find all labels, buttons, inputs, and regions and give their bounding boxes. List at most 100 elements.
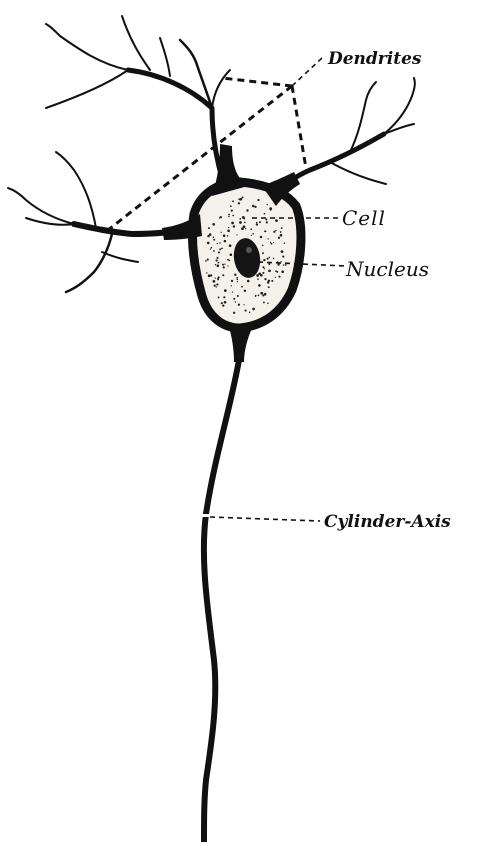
granule-dot xyxy=(234,274,236,276)
granule-dot xyxy=(278,237,280,239)
granule-dot xyxy=(215,264,216,265)
granule-dot xyxy=(257,199,259,201)
granule-dot xyxy=(215,277,216,278)
granule-dot xyxy=(224,240,227,243)
granule-dot xyxy=(264,268,265,269)
granule-dot xyxy=(221,302,223,304)
granule-dot xyxy=(267,204,268,205)
granule-dot xyxy=(251,235,252,236)
granule-dot xyxy=(260,274,263,277)
granule-dot xyxy=(211,247,213,249)
granule-dot xyxy=(246,209,248,211)
dendrite-twig xyxy=(8,188,74,224)
granule-dot xyxy=(221,232,222,233)
dendrite-twig xyxy=(160,38,170,76)
granule-dot xyxy=(216,257,218,259)
granule-dot xyxy=(216,286,217,287)
granule-dot xyxy=(284,242,286,244)
granule-dot xyxy=(271,280,273,282)
granule-dot xyxy=(222,304,224,306)
granule-dot xyxy=(218,276,220,278)
dendrite-twig xyxy=(330,162,386,184)
granule-dot xyxy=(217,243,218,244)
soma-fillet xyxy=(162,214,202,240)
granule-dot xyxy=(275,277,276,278)
granule-dot xyxy=(256,274,259,277)
granule-dot xyxy=(244,222,246,224)
granule-dot xyxy=(245,310,247,312)
granule-dot xyxy=(221,248,223,250)
granule-dot xyxy=(218,296,220,298)
granule-dot xyxy=(249,311,250,312)
granule-dot xyxy=(227,229,230,232)
granule-dot xyxy=(227,265,228,266)
label-cell: Cell xyxy=(342,206,386,230)
granule-dot xyxy=(207,259,209,261)
granule-dot xyxy=(230,253,233,256)
granule-dot xyxy=(262,294,264,296)
dendrite-twig xyxy=(102,252,138,262)
granule-dot xyxy=(207,242,210,245)
granule-dot xyxy=(243,218,245,220)
dendrite-twig xyxy=(46,70,128,108)
axon-hillock xyxy=(228,324,254,362)
granule-dot xyxy=(270,242,271,243)
axon-fiber xyxy=(204,360,239,842)
granule-dot xyxy=(227,259,229,261)
granule-dot xyxy=(235,301,236,302)
labels: Dendrites Cell Nucleus Cylinder-Axis xyxy=(324,49,451,532)
granule-dot xyxy=(264,213,266,215)
granule-dot xyxy=(227,235,229,237)
granule-dot xyxy=(239,221,242,224)
axon xyxy=(200,324,254,842)
granule-dot xyxy=(275,219,278,222)
granule-dot xyxy=(241,286,243,288)
granule-dot xyxy=(252,308,255,311)
granule-dot xyxy=(239,218,241,220)
granule-dot xyxy=(285,264,286,265)
granule-dot xyxy=(216,283,218,285)
granule-dot xyxy=(275,270,277,272)
nucleolus xyxy=(246,247,252,253)
granule-dot xyxy=(258,284,261,287)
granule-dot xyxy=(236,279,238,281)
granule-dot xyxy=(219,217,220,218)
granule-dot xyxy=(213,236,215,238)
granule-dot xyxy=(267,302,268,303)
granule-dot xyxy=(268,286,270,288)
granule-dot xyxy=(267,281,269,283)
granule-dot xyxy=(233,225,235,227)
granule-dot xyxy=(252,233,254,235)
granule-dot xyxy=(208,227,210,229)
leader-dendrites-3 xyxy=(292,86,306,168)
granule-dot xyxy=(247,280,250,283)
granule-dot xyxy=(228,214,230,216)
granule-dot xyxy=(223,266,225,268)
granule-dot xyxy=(223,296,225,298)
granule-dot xyxy=(224,263,225,264)
granule-dot xyxy=(213,250,215,252)
granule-dot xyxy=(238,198,240,200)
granule-dot xyxy=(278,276,280,278)
granule-dot xyxy=(266,221,268,223)
label-dendrites: Dendrites xyxy=(327,49,422,69)
granule-dot xyxy=(223,234,226,237)
granule-dot xyxy=(269,257,271,259)
granule-dot xyxy=(262,272,264,274)
granule-dot xyxy=(244,290,246,292)
dendrite-twig xyxy=(212,70,230,108)
granule-dot xyxy=(213,280,216,283)
granule-dot xyxy=(241,227,244,230)
leader-dendrites-1 xyxy=(222,78,292,86)
granule-dot xyxy=(280,261,281,262)
dendrite-upper-left xyxy=(128,70,222,178)
granule-dot xyxy=(232,200,234,202)
granule-dot xyxy=(273,258,275,260)
granule-dot xyxy=(210,249,211,250)
granule-dot xyxy=(262,252,264,254)
granule-dot xyxy=(258,295,260,297)
granule-dot xyxy=(209,233,212,236)
granule-dot xyxy=(241,196,243,198)
dendrite-twig xyxy=(56,152,96,228)
